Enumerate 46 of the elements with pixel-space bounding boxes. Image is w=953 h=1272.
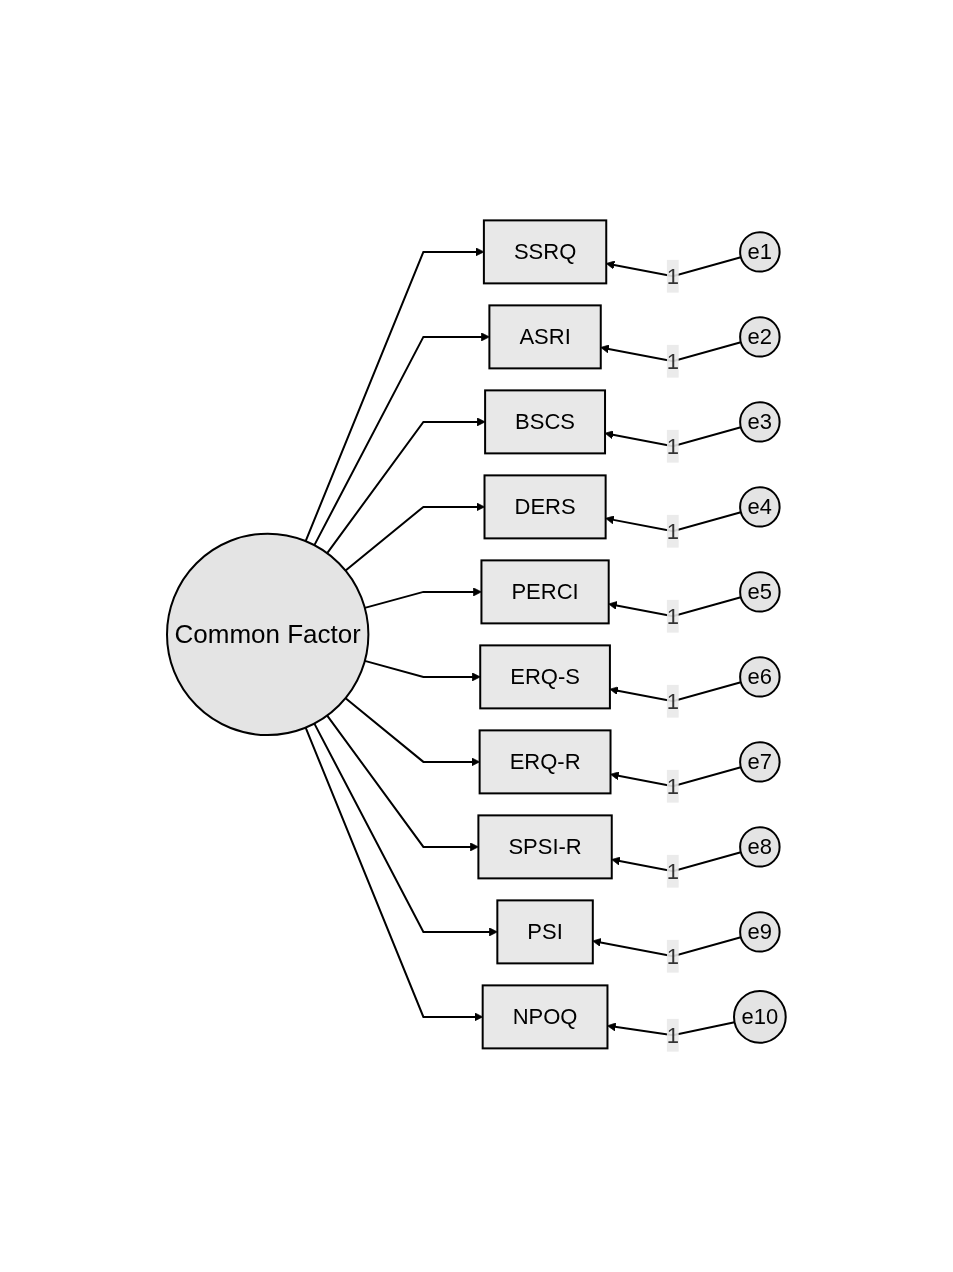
node-circle: Common Factor (166, 532, 370, 737)
edge-label: 1 (666, 1022, 680, 1048)
node-circle: e5 (739, 571, 781, 613)
arrow (592, 936, 742, 958)
node-circle: e7 (739, 741, 781, 783)
arrow (610, 766, 742, 788)
node-circle: e10 (733, 990, 787, 1044)
arrow (364, 659, 481, 682)
arrow (364, 587, 482, 609)
arrow (326, 714, 479, 852)
edge-label: 1 (666, 433, 680, 459)
node-circle: e8 (739, 826, 781, 868)
node-box: BSCS (484, 389, 607, 455)
arrow (313, 332, 490, 547)
arrow (304, 247, 485, 543)
edge-label: 1 (666, 688, 680, 714)
edge-label: 1 (666, 943, 680, 969)
arrow (313, 722, 498, 937)
arrow (326, 417, 486, 555)
arrow (611, 851, 742, 873)
edge-label: 1 (666, 518, 680, 544)
edge-label: 1 (666, 263, 680, 289)
arrow (606, 256, 742, 278)
arrow (605, 511, 742, 533)
edge-label: 1 (666, 858, 680, 884)
node-box: ERQ-S (479, 644, 612, 710)
node-circle: e4 (739, 486, 781, 528)
arrow (607, 1021, 736, 1037)
node-box: ERQ-R (478, 729, 612, 795)
edge-label: 1 (666, 603, 680, 629)
edge-label: 1 (666, 773, 680, 799)
node-circle: e6 (739, 656, 781, 698)
node-box: SSRQ (483, 219, 608, 285)
node-box: PSI (496, 899, 594, 965)
node-box: PERCI (480, 559, 610, 625)
node-circle: e2 (739, 316, 781, 358)
edge-label: 1 (666, 348, 680, 374)
arrow (600, 341, 742, 363)
node-circle: e9 (739, 911, 781, 953)
node-box: DERS (483, 474, 607, 540)
arrow (608, 596, 742, 618)
node-circle: e1 (739, 231, 781, 273)
node-circle: e3 (739, 401, 781, 443)
node-box: NPOQ (481, 984, 609, 1050)
node-box: ASRI (488, 304, 602, 370)
node-box: SPSI-R (477, 814, 613, 880)
